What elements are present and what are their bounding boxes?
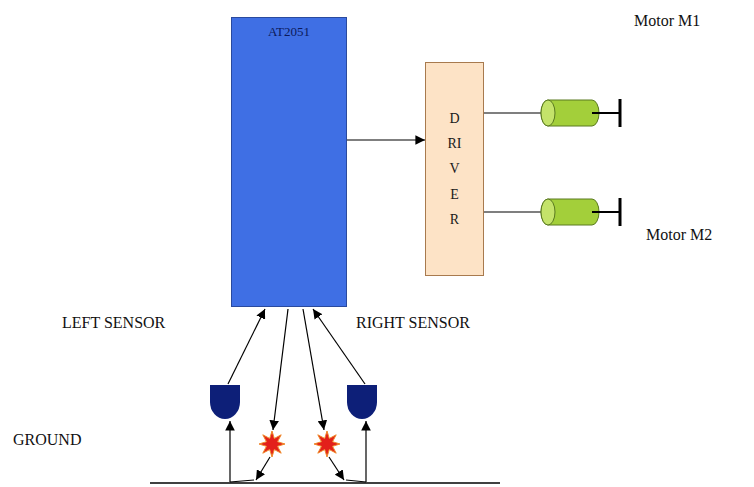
sensor-symbol	[210, 385, 240, 419]
light-path	[365, 421, 366, 482]
node-text: AT2051	[268, 24, 310, 40]
motor-label: Motor M1	[634, 12, 700, 30]
signal-arrow	[273, 309, 288, 430]
microcontroller-box: AT2051	[231, 17, 347, 307]
driver-box: DRIVER	[425, 62, 484, 276]
node-text: DRIVER	[448, 106, 462, 232]
ground-line	[150, 482, 500, 484]
motor-label: Motor M2	[646, 226, 712, 244]
motor-symbol	[541, 99, 620, 127]
light-path	[256, 457, 270, 480]
sensor-label: RIGHT SENSOR	[356, 314, 470, 332]
sensor-label: LEFT SENSOR	[62, 314, 165, 332]
ground-label: GROUND	[13, 431, 81, 449]
led-symbol	[259, 431, 340, 457]
led-star	[314, 431, 340, 457]
light-path	[230, 480, 254, 482]
sensor-symbol	[347, 385, 377, 419]
light-path	[229, 421, 230, 482]
led-star	[259, 431, 285, 457]
light-path	[329, 457, 344, 480]
motor-wire	[484, 112, 541, 113]
signal-arrow	[228, 309, 265, 384]
connector-arrow	[347, 139, 425, 140]
motor-symbol	[541, 198, 620, 226]
motor-wire	[484, 211, 541, 212]
signal-arrow	[303, 309, 324, 430]
light-path	[346, 480, 366, 482]
